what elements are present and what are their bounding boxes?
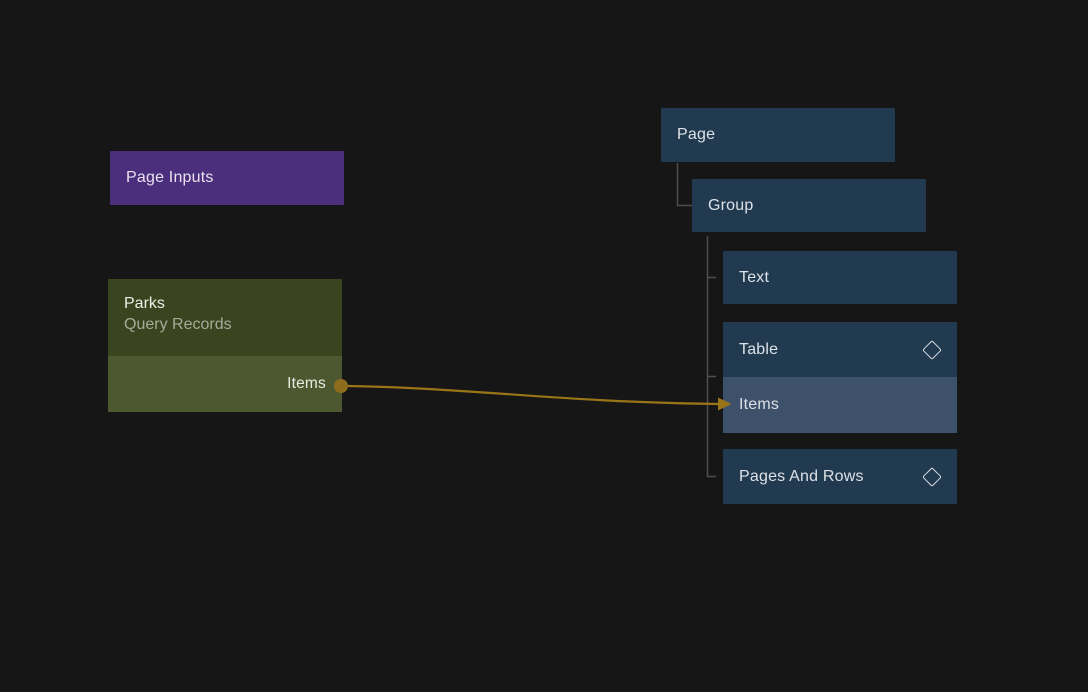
tree-node-label: Table	[739, 340, 779, 358]
tree-node-table[interactable]: Table	[723, 322, 957, 377]
page-inputs-label: Page Inputs	[126, 169, 214, 186]
tree-node-group[interactable]: Group	[692, 179, 926, 232]
tree-node-page[interactable]: Page	[661, 108, 895, 162]
tree-node-label: Group	[708, 196, 754, 214]
connection-edge[interactable]	[347, 384, 719, 406]
node-page-inputs[interactable]: Page Inputs	[110, 151, 344, 205]
tree-node-label: Text	[739, 268, 770, 286]
tree-node-label: Pages And Rows	[739, 467, 864, 485]
tree-node-table-block: Table Items	[723, 322, 957, 433]
tree-connector-group-children	[706, 236, 716, 478]
query-output-port-row[interactable]: Items	[108, 356, 342, 412]
tree-node-table-items[interactable]: Items	[723, 377, 957, 433]
node-query-parks[interactable]: Parks Query Records Items	[108, 279, 342, 412]
query-node-title: Parks	[124, 295, 165, 312]
tree-connector-page-group	[676, 163, 692, 207]
tree-node-text[interactable]: Text	[723, 251, 957, 304]
tree-node-pages-and-rows[interactable]: Pages And Rows	[723, 449, 957, 504]
tree-node-label: Page	[677, 126, 716, 143]
output-port-label: Items	[287, 375, 326, 392]
diamond-icon	[922, 466, 942, 487]
query-node-subtitle: Query Records	[124, 316, 232, 333]
tree-node-label: Items	[739, 396, 780, 413]
diamond-icon	[922, 339, 942, 360]
query-node-header: Parks Query Records	[108, 279, 342, 356]
